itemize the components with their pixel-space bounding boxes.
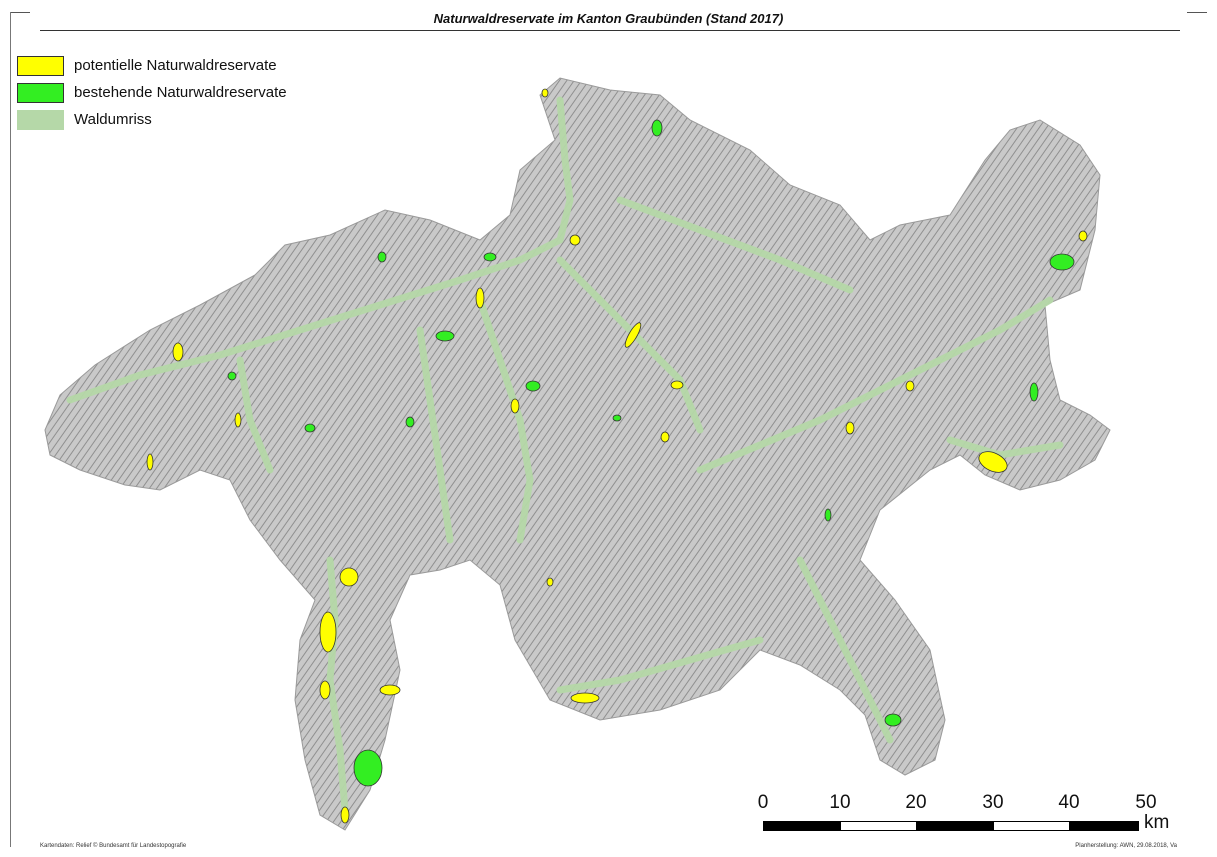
forest-valleys: [66, 96, 1064, 814]
existing-reserve-patch: [353, 749, 383, 787]
footer-data-source: Kartendaten: Relief © Bundesamt für Land…: [40, 843, 187, 849]
frame-tick-left: [10, 12, 30, 13]
legend-swatch-forest: [17, 109, 64, 130]
existing-reserve-patch: [612, 414, 622, 422]
existing-reserve-patch: [304, 423, 316, 433]
legend: potentielle Naturwaldreservate bestehend…: [17, 52, 287, 133]
forest-valley-rhine: [556, 96, 574, 244]
frame-border-left: [10, 12, 11, 847]
potential-reserve-patch: [546, 577, 554, 587]
forest-valley-albula: [556, 256, 704, 434]
existing-reserve-patch: [884, 713, 902, 727]
scale-unit: km: [1144, 812, 1170, 833]
scale-bar: 0 10 20 30 40 50 km: [756, 792, 1186, 842]
potential-reserve-patch: [510, 398, 520, 414]
scale-segment: [763, 821, 840, 831]
scale-tick-40: 40: [1058, 792, 1080, 813]
legend-item-existing: bestehende Naturwaldreservate: [17, 79, 287, 106]
existing-reserve-patch: [525, 380, 541, 392]
potential-reserve-patch: [845, 421, 855, 435]
forest-valley-prattigau: [616, 196, 854, 294]
reserve-patches: [146, 88, 1088, 824]
forest-valley-lugnez: [236, 356, 274, 474]
page-title: Naturwaldreservate im Kanton Graubünden …: [433, 11, 784, 26]
existing-reserve-patch: [377, 251, 387, 263]
existing-reserve-patch: [651, 119, 663, 137]
legend-label-existing: bestehende Naturwaldreservate: [74, 84, 287, 101]
scale-tick-50: 50: [1135, 792, 1157, 813]
forest-valley-munstertal: [946, 436, 1064, 459]
legend-swatch-existing: [17, 82, 64, 103]
existing-reserve-patch: [405, 416, 415, 428]
potential-reserve-patch: [475, 287, 485, 309]
forest-valley-mittelbunden: [476, 296, 534, 544]
legend-swatch-potential: [17, 55, 64, 76]
footer-production-note: Planherstellung: AWN, 29.08.2018, Va: [1075, 843, 1177, 849]
existing-reserve-patch: [435, 330, 455, 342]
scale-tick-10: 10: [829, 792, 851, 813]
forest-valley-misox: [326, 556, 349, 814]
scale-segment: [1069, 821, 1139, 831]
potential-reserve-patch: [319, 680, 331, 700]
forest-valley-puschlav: [796, 556, 894, 744]
potential-reserve-patch: [905, 380, 915, 392]
scale-segment: [840, 821, 917, 831]
forest-valley-calanca: [416, 326, 454, 544]
frame-tick-right: [1187, 12, 1207, 13]
existing-reserve-patch: [483, 252, 497, 262]
scale-segment: [916, 821, 993, 831]
potential-reserve-patch: [234, 412, 242, 428]
existing-reserve-patch: [824, 508, 832, 522]
legend-label-potential: potentielle Naturwaldreservate: [74, 57, 277, 74]
forest-valley-engadin: [696, 296, 1054, 474]
potential-reserve-patch: [340, 806, 350, 824]
potential-reserve-patch: [570, 692, 600, 704]
potential-reserve-patch: [146, 453, 154, 471]
legend-item-forest: Waldumriss: [17, 106, 287, 133]
forest-valley-vorderrhein: [66, 236, 564, 404]
existing-reserve-patch: [1049, 253, 1075, 271]
potential-reserve-patch: [670, 380, 684, 390]
title-rule: [40, 30, 1180, 31]
legend-item-potential: potentielle Naturwaldreservate: [17, 52, 287, 79]
existing-reserve-patch: [1029, 382, 1039, 402]
potential-reserve-patch: [978, 451, 1008, 473]
forest-valley-bergell: [556, 636, 764, 694]
scale-tick-0: 0: [757, 792, 769, 813]
existing-reserve-patch: [227, 371, 237, 381]
canton-relief: [44, 77, 1111, 831]
legend-label-forest: Waldumriss: [74, 111, 152, 128]
potential-reserve-patch: [541, 88, 549, 98]
potential-reserve-patch: [569, 234, 581, 246]
potential-reserve-patch: [379, 684, 401, 696]
scale-segment: [993, 821, 1070, 831]
potential-reserve-patch: [660, 431, 670, 443]
potential-reserve-patch: [172, 342, 184, 362]
potential-reserve-patch: [1078, 230, 1088, 242]
scale-tick-30: 30: [982, 792, 1004, 813]
potential-reserve-patch: [339, 567, 359, 587]
scale-tick-20: 20: [905, 792, 927, 813]
potential-reserve-patch: [624, 322, 642, 348]
potential-reserve-patch: [319, 611, 337, 653]
